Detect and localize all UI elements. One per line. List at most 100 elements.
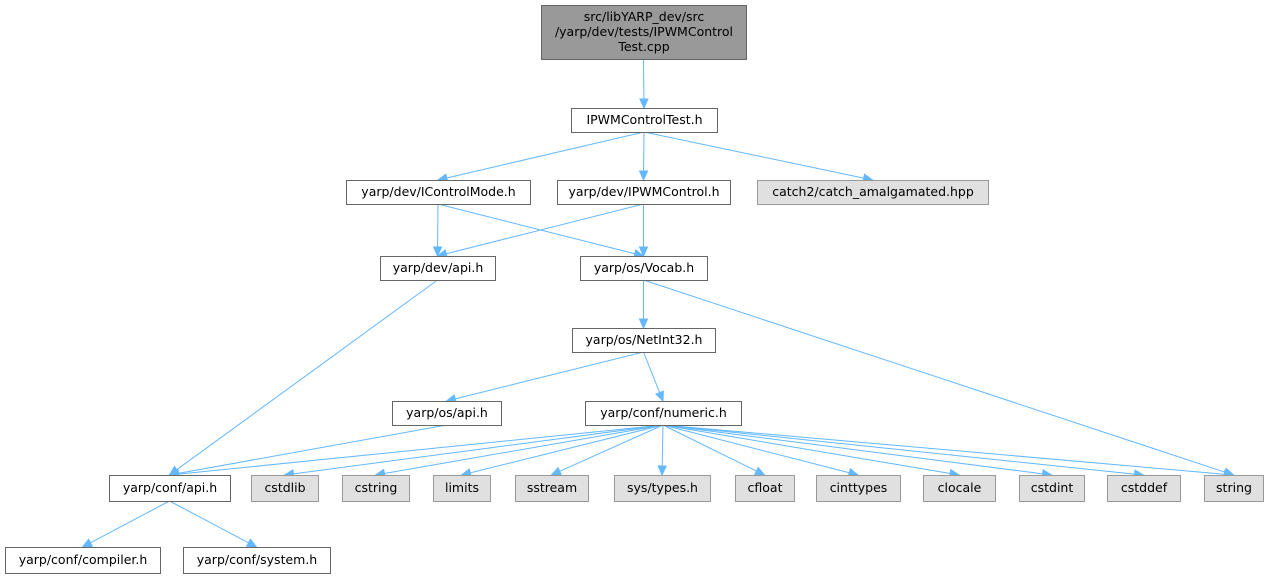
node-box: [572, 328, 716, 353]
edge-vocab-to-netint32: [638, 280, 649, 330]
nodes-layer: src/libYARP_dev/src/yarp/dev/tests/IPWMC…: [5, 5, 1264, 574]
node-osapi[interactable]: yarp/os/api.h: [392, 401, 502, 426]
edge-arrowhead: [81, 538, 94, 548]
node-label: cstdlib: [264, 480, 305, 495]
edge-line: [176, 279, 438, 471]
edge-line: [662, 424, 1135, 475]
edge-arrowhead: [655, 390, 664, 403]
node-box: [757, 180, 989, 205]
edge-ipwmtest-to-icontrolmode: [436, 131, 645, 183]
edge-line: [470, 424, 664, 474]
node-label: cinttypes: [830, 480, 888, 495]
node-label: cstddef: [1121, 480, 1168, 495]
node-box: [1204, 475, 1264, 502]
node-label: yarp/conf/system.h: [197, 552, 317, 567]
node-box: [557, 180, 731, 205]
edge-arrowhead: [432, 246, 443, 258]
edge-vocab-to-string: [643, 279, 1235, 477]
edge-numeric-to-cstddef: [662, 424, 1145, 479]
node-box: [1019, 475, 1085, 502]
node-compiler[interactable]: yarp/conf/compiler.h: [5, 547, 161, 574]
node-box: [614, 475, 711, 502]
edge-line: [559, 424, 664, 472]
node-label: cstdint: [1031, 480, 1074, 495]
node-label: yarp/os/NetInt32.h: [586, 332, 703, 347]
edge-arrowhead: [753, 466, 766, 476]
edge-arrowhead: [638, 318, 649, 330]
node-limits: limits: [433, 475, 491, 502]
edge-arrowhead: [639, 98, 649, 110]
node-box: [541, 5, 747, 60]
edge-numeric-to-cstdlib: [283, 424, 664, 479]
edges-layer: [81, 58, 1235, 548]
edge-ipwmtest-to-ipwmcontrol: [638, 131, 649, 182]
node-label: /yarp/dev/tests/IPWMControl: [555, 24, 733, 39]
edge-line: [446, 203, 644, 255]
node-ipwmtest[interactable]: IPWMControlTest.h: [571, 108, 718, 133]
edge-line: [662, 424, 951, 474]
node-label: IPWMControlTest.h: [586, 112, 702, 127]
edge-arrowhead: [245, 538, 258, 548]
node-label: cstring: [355, 480, 398, 495]
edge-line: [662, 424, 1043, 475]
edge-arrowhead: [638, 246, 649, 258]
edge-numeric-to-cfloat: [662, 424, 766, 476]
node-box: [735, 475, 795, 502]
edge-numeric-to-limits: [460, 424, 664, 478]
node-label: yarp/dev/api.h: [393, 260, 484, 275]
node-box: [816, 475, 901, 502]
node-systypes: sys/types.h: [614, 475, 711, 502]
node-label: sys/types.h: [627, 480, 698, 495]
edge-line: [178, 424, 447, 474]
edge-numeric-to-confapi: [168, 424, 664, 479]
node-label: cfloat: [748, 480, 783, 495]
node-vocab[interactable]: yarp/os/Vocab.h: [580, 256, 708, 281]
node-label: clocale: [938, 480, 982, 495]
edge-devapi-to-confapi: [168, 279, 438, 476]
node-box: [1107, 475, 1181, 502]
node-icontrolmode[interactable]: yarp/dev/IControlMode.h: [346, 180, 531, 205]
edge-line: [90, 500, 170, 544]
node-cstdint: cstdint: [1019, 475, 1085, 502]
node-label: string: [1216, 480, 1252, 495]
node-box: [580, 256, 708, 281]
edge-line: [643, 351, 661, 393]
edge-line: [384, 424, 664, 474]
node-box: [923, 475, 996, 502]
edge-line: [643, 279, 1226, 473]
edge-numeric-to-systypes: [657, 424, 667, 477]
node-label: yarp/os/Vocab.h: [594, 260, 694, 275]
node-devapi[interactable]: yarp/dev/api.h: [380, 256, 496, 281]
node-box: [183, 547, 331, 574]
node-netint32[interactable]: yarp/os/NetInt32.h: [572, 328, 716, 353]
edge-line: [293, 424, 664, 475]
node-confapi[interactable]: yarp/conf/api.h: [109, 475, 231, 502]
node-box: [380, 256, 496, 281]
node-clocale: clocale: [923, 475, 996, 502]
node-system[interactable]: yarp/conf/system.h: [183, 547, 331, 574]
node-cstring: cstring: [342, 475, 410, 502]
edge-ipwmcontrol-to-vocab: [638, 204, 649, 258]
node-ipwmcontrol[interactable]: yarp/dev/IPWMControl.h: [557, 180, 731, 205]
edge-arrowhead: [638, 170, 649, 182]
node-label: yarp/os/api.h: [406, 405, 488, 420]
edge-line: [662, 424, 850, 474]
node-label: yarp/conf/compiler.h: [19, 552, 148, 567]
node-root[interactable]: src/libYARP_dev/src/yarp/dev/tests/IPWMC…: [541, 5, 747, 60]
node-box: [585, 401, 742, 426]
node-label: yarp/dev/IControlMode.h: [361, 184, 515, 199]
node-numeric[interactable]: yarp/conf/numeric.h: [585, 401, 742, 426]
edge-line: [446, 131, 645, 179]
node-catch2: catch2/catch_amalgamated.hpp: [757, 180, 989, 205]
node-box: [433, 475, 491, 502]
edge-line: [178, 424, 664, 475]
edge-numeric-to-cstring: [374, 424, 664, 479]
node-label: yarp/dev/IPWMControl.h: [568, 184, 719, 199]
edge-numeric-to-cinttypes: [662, 424, 860, 478]
edge-ipwmcontrol-to-devapi: [436, 203, 644, 259]
edge-icontrolmode-to-devapi: [432, 203, 443, 258]
edge-line: [169, 500, 249, 544]
edge-confapi-to-system: [169, 500, 258, 548]
edge-numeric-to-sstream: [550, 424, 664, 476]
node-label: limits: [445, 480, 479, 495]
